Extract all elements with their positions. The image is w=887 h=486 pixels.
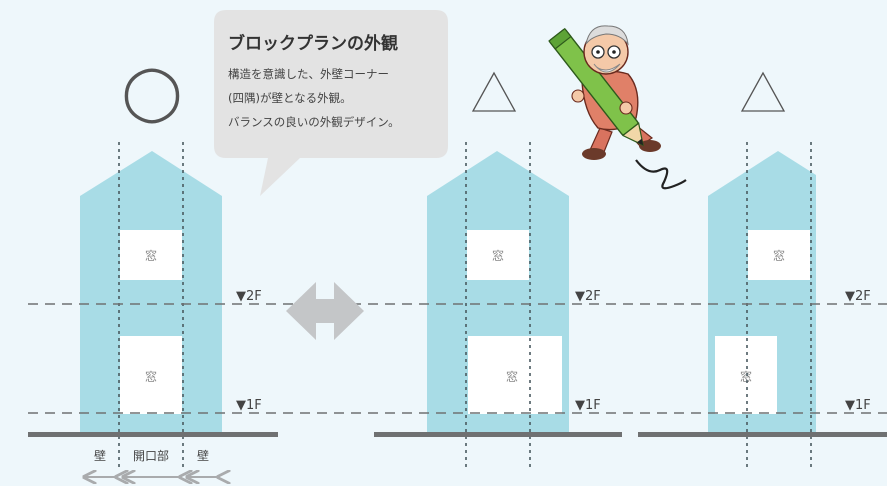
- window-label: 窓: [740, 369, 752, 384]
- green-pencil-icon: [548, 27, 644, 147]
- floor-label-2f: ▼2F: [845, 289, 871, 304]
- callout-bubble: ブロックプランの外観 構造を意識した、外壁コーナー (四隅)が壁となる外観。 バ…: [214, 10, 448, 196]
- mascot-shoe: [582, 148, 606, 160]
- callout-line-3: バランスの良いの外観デザイン。: [228, 115, 400, 129]
- dimension-wall-left: 壁: [94, 448, 106, 463]
- mascot-beard: [593, 63, 621, 73]
- dimension-opening: 開口部: [133, 448, 169, 463]
- callout-bubble-shape: [214, 10, 448, 196]
- dimension-wall-right: 壁: [197, 448, 209, 463]
- ground-line-1: [28, 432, 278, 437]
- ground-line-3: [638, 432, 887, 437]
- floor-label-1f: ▼1F: [845, 398, 871, 413]
- floor-label-2f: ▼2F: [575, 289, 601, 304]
- window-label: 窓: [506, 369, 518, 384]
- evaluation-circle-symbol: ◯: [122, 60, 182, 124]
- callout-title: ブロックプランの外観: [228, 33, 398, 54]
- building-2-upper-window: [467, 230, 529, 280]
- building-1-good: ◯ 窓 窓: [28, 60, 278, 468]
- evaluation-triangle-symbol: [740, 71, 786, 112]
- floor-label-1f: ▼1F: [575, 398, 601, 413]
- mascot-shoe: [639, 140, 661, 152]
- floor-label-2f: ▼2F: [236, 289, 262, 304]
- compare-double-arrow: [286, 282, 364, 340]
- window-label: 窓: [145, 248, 157, 263]
- building-2-lower-window: [468, 336, 562, 414]
- callout-line-2: (四隅)が壁となる外観。: [228, 91, 352, 105]
- ground-line-2: [374, 432, 622, 437]
- mascot-old-man-illustration: [548, 25, 687, 190]
- building-1-upper-window: [120, 230, 182, 280]
- evaluation-triangle-symbol: [471, 71, 517, 112]
- dimension-annotation: 壁 開口部 壁: [84, 448, 218, 477]
- building-3-fair: 窓 窓: [638, 71, 887, 468]
- window-label: 窓: [773, 248, 785, 263]
- floor-labels: ▼2F ▼1F ▼2F ▼1F ▼2F ▼1F: [236, 289, 871, 413]
- building-1-lower-window: [120, 336, 182, 414]
- window-label: 窓: [492, 248, 504, 263]
- callout-line-1: 構造を意識した、外壁コーナー: [228, 67, 389, 81]
- building-2-fair: △ 窓 窓: [374, 71, 622, 468]
- mascot-hand: [571, 89, 585, 103]
- mascot-hand: [619, 101, 633, 115]
- floor-label-1f: ▼1F: [236, 398, 262, 413]
- mascot-hair: [585, 25, 629, 46]
- floor-level-lines: [28, 303, 887, 414]
- building-1-silhouette: [80, 151, 222, 432]
- building-3-lower-window: [715, 336, 777, 414]
- evaluation-triangle-label: △: [494, 107, 495, 109]
- pencil-scribble: [635, 159, 687, 190]
- window-label: 窓: [145, 369, 157, 384]
- building-3-upper-window: [748, 230, 810, 280]
